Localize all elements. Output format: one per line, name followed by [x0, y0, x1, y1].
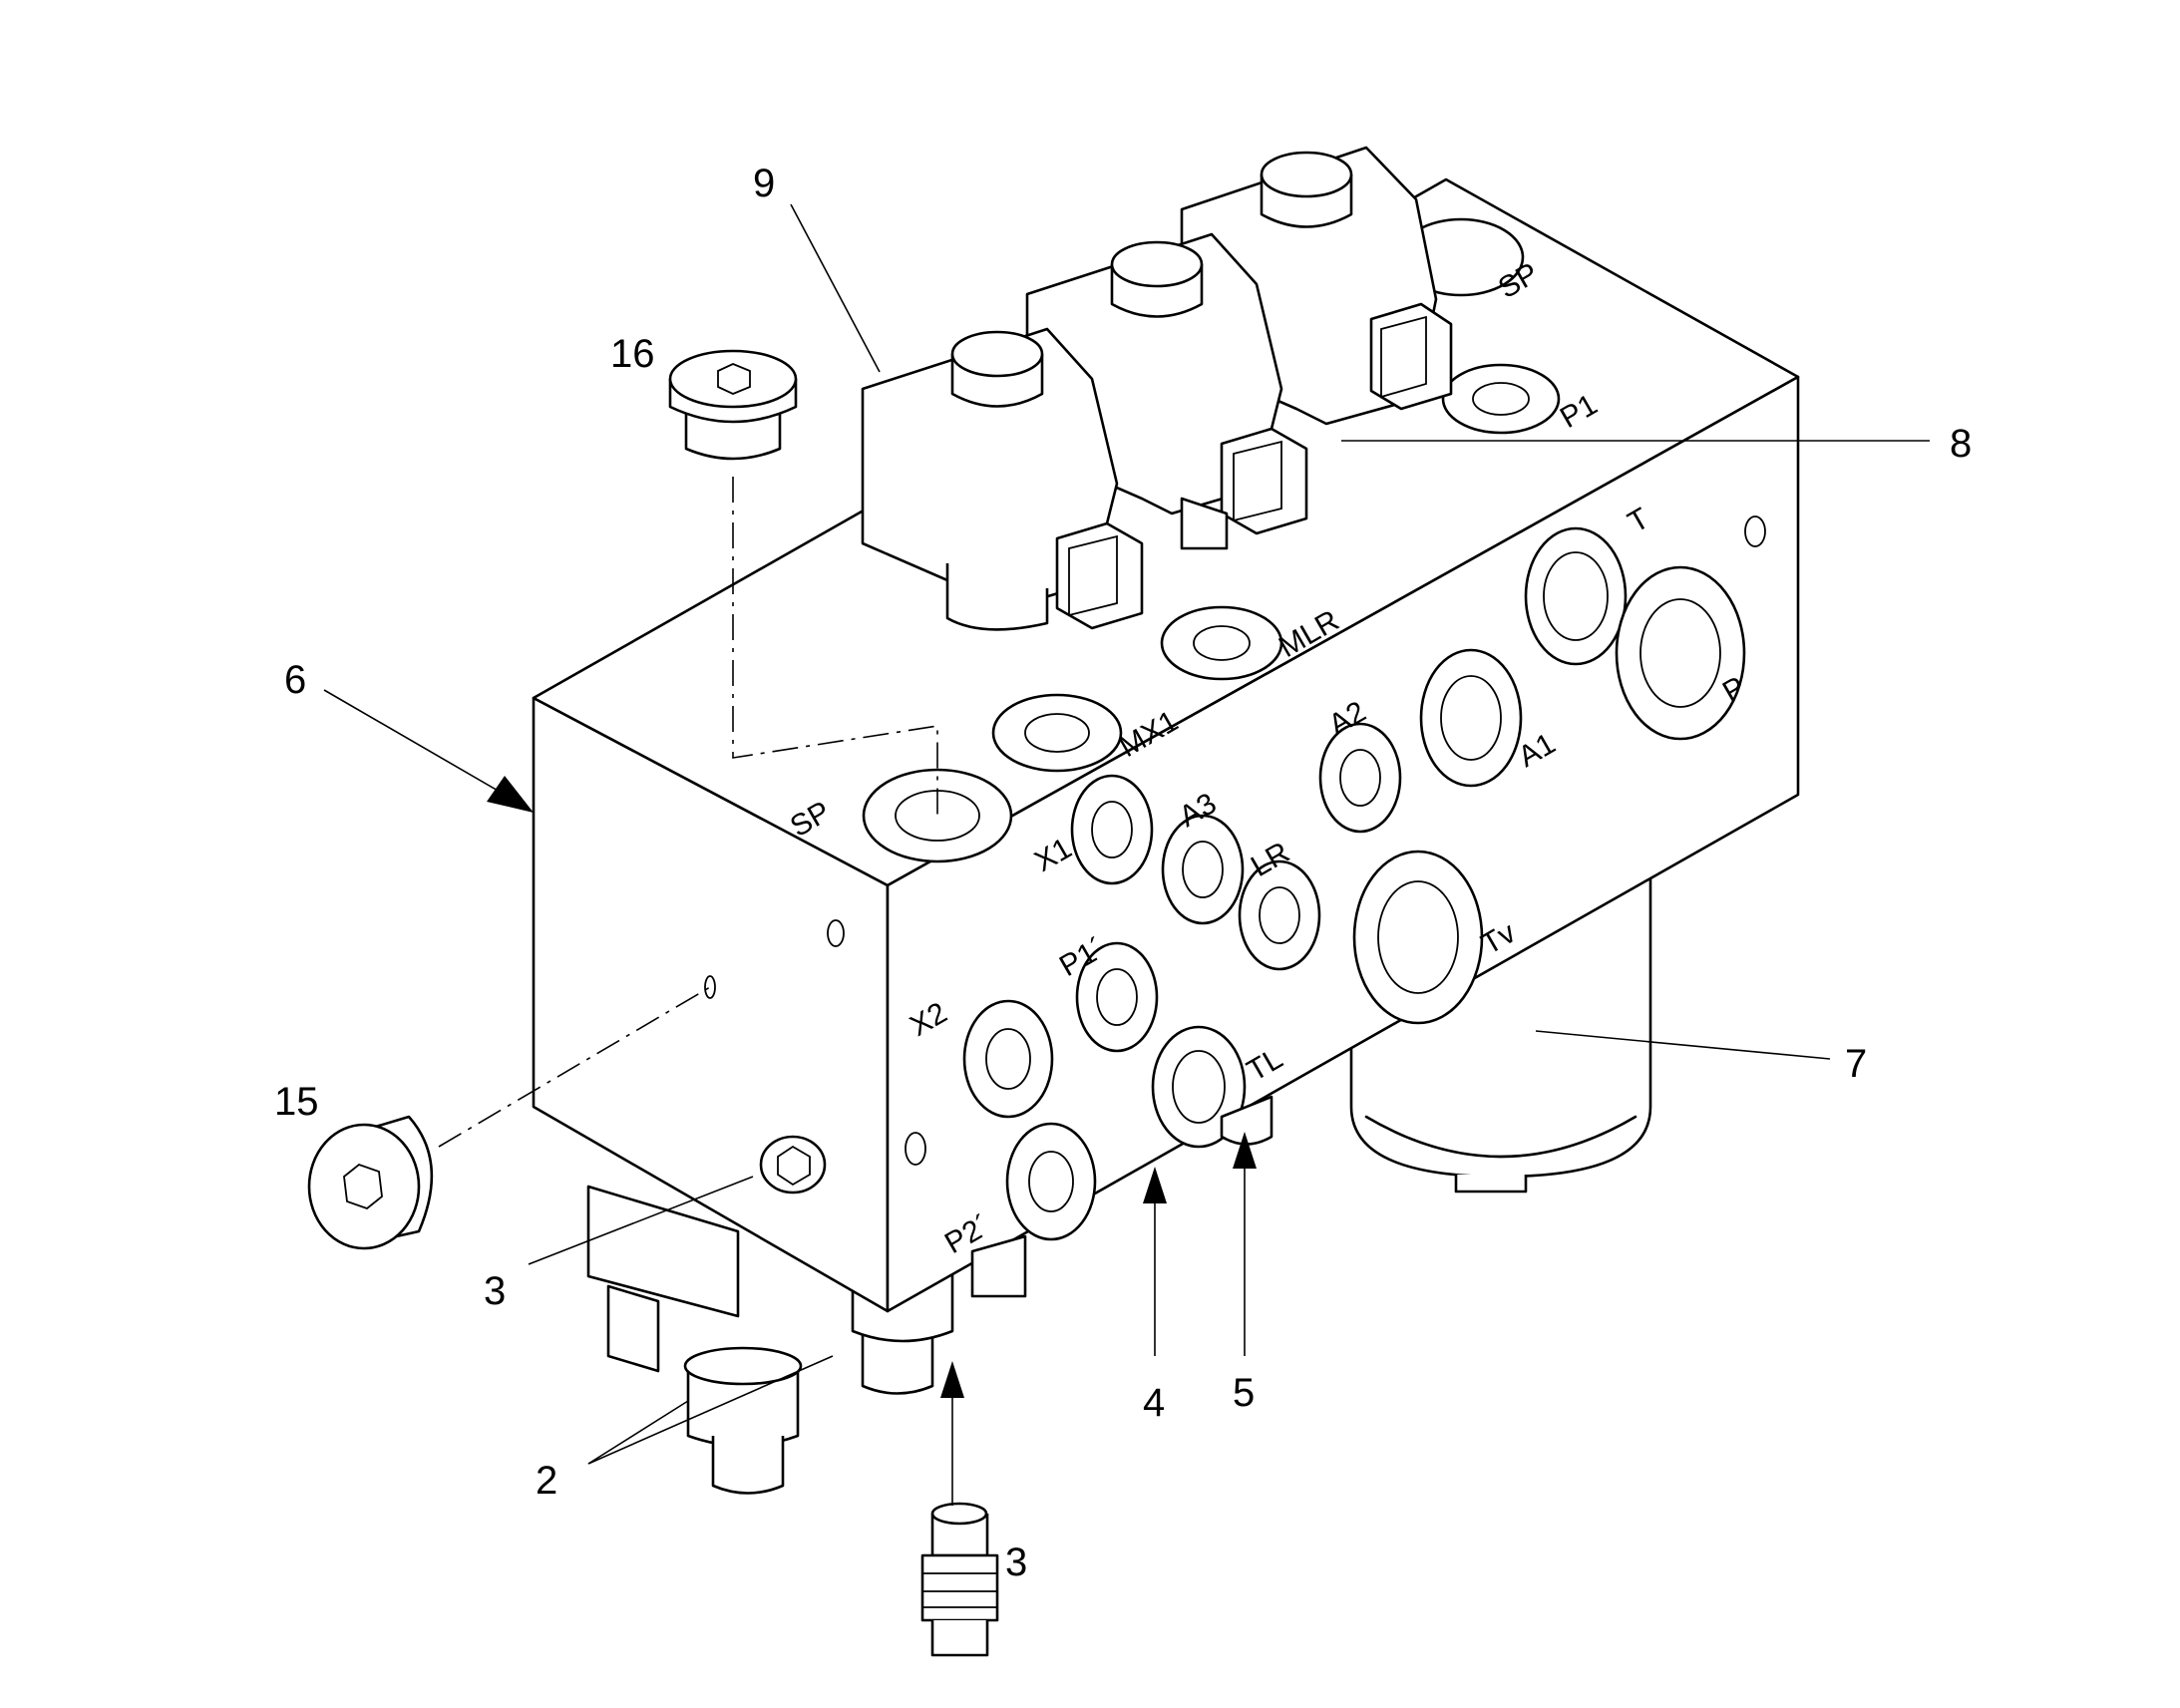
plug-15	[307, 1115, 434, 1250]
plug-16	[668, 349, 798, 461]
callout-8: 8	[1950, 422, 1972, 466]
callout-numbers: 9 16 8 6 7 15 3 2 4 5 3	[274, 162, 1972, 1584]
callout-5: 5	[1233, 1371, 1255, 1415]
callout-16: 16	[610, 332, 655, 376]
callout-9: 9	[753, 162, 775, 205]
callout-2: 2	[536, 1459, 557, 1503]
callout-3-end: 3	[484, 1269, 506, 1313]
cartridge-plug-3	[920, 1502, 999, 1657]
callout-4: 4	[1143, 1381, 1165, 1425]
solenoid-valve-middle	[1025, 232, 1308, 550]
callout-15: 15	[274, 1080, 319, 1124]
plug-3-end	[759, 1135, 827, 1195]
bottom-plugs	[970, 1095, 1273, 1298]
leader-lines	[323, 203, 1930, 1506]
callout-7: 7	[1845, 1042, 1867, 1086]
filter-canister	[1349, 865, 1652, 1194]
front-ports	[962, 526, 1746, 1241]
callout-6: 6	[284, 658, 306, 702]
top-ports	[862, 217, 1561, 863]
assembly-lines	[438, 477, 938, 1148]
callout-3-bottom: 3	[1005, 1540, 1027, 1584]
solenoid-valve-front	[861, 327, 1144, 631]
